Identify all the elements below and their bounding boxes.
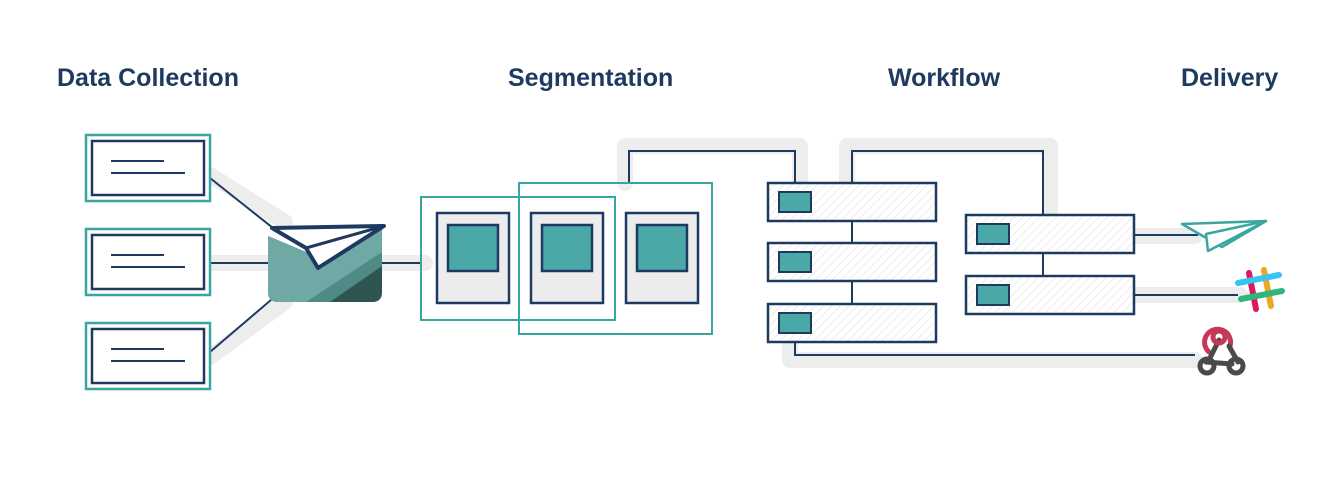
data-source-form-1 bbox=[84, 133, 212, 203]
segment-card-1 bbox=[435, 211, 511, 305]
segment-group-right bbox=[518, 182, 713, 335]
slack-icon bbox=[1235, 267, 1285, 312]
envelope-paper-plane-icon bbox=[268, 224, 386, 302]
webhook-icon bbox=[1197, 326, 1246, 376]
stage-title-workflow: Workflow bbox=[888, 64, 1001, 92]
segment-card-2 bbox=[529, 211, 605, 305]
workflow-step-2 bbox=[766, 241, 938, 283]
data-source-form-2 bbox=[84, 227, 212, 297]
flow-connectors bbox=[209, 150, 1238, 356]
stage-title-data-collection: Data Collection bbox=[57, 64, 239, 92]
stage-title-delivery: Delivery bbox=[1181, 64, 1279, 92]
data-source-form-3 bbox=[84, 321, 212, 391]
segment-card-3 bbox=[624, 211, 700, 305]
workflow-step-4 bbox=[964, 213, 1136, 255]
workflow-step-3 bbox=[766, 302, 938, 344]
workflow-step-1 bbox=[766, 181, 938, 223]
stage-title-segmentation: Segmentation bbox=[508, 64, 674, 92]
workflow-step-5 bbox=[964, 274, 1136, 316]
paper-plane-icon bbox=[1180, 219, 1268, 253]
